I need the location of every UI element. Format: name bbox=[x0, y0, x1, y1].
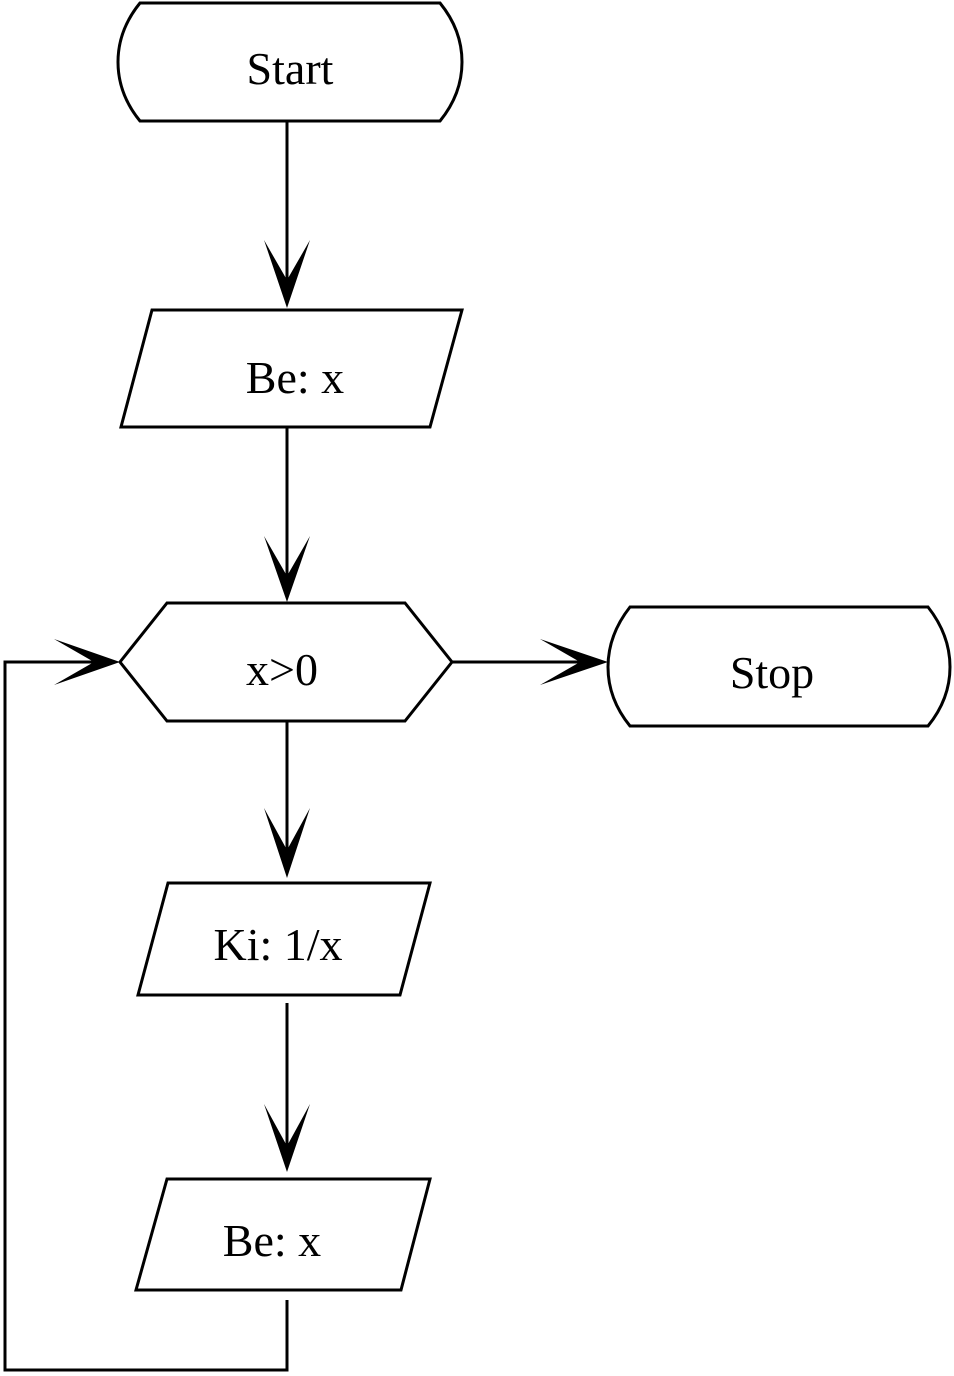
input2-node: Be: x bbox=[134, 1177, 432, 1292]
input2-label: Be: x bbox=[223, 1215, 321, 1266]
edge-condition-to-stop bbox=[452, 639, 608, 685]
input1-label: Be: x bbox=[246, 352, 344, 403]
arrowhead bbox=[540, 639, 608, 685]
edge-start-to-input1 bbox=[264, 121, 310, 308]
edge-input1-to-condition bbox=[264, 427, 310, 602]
arrowhead bbox=[264, 808, 310, 878]
output-label: Ki: 1/x bbox=[213, 919, 342, 970]
arrowhead bbox=[264, 240, 310, 308]
edge-loop-back bbox=[3, 639, 289, 1372]
start-label: Start bbox=[247, 43, 334, 94]
arrowhead bbox=[264, 1104, 310, 1172]
edge-condition-to-output bbox=[264, 721, 310, 878]
input1-node: Be: x bbox=[119, 308, 464, 429]
output-node: Ki: 1/x bbox=[136, 881, 432, 997]
stop-label: Stop bbox=[730, 647, 814, 698]
edge-output-to-input2 bbox=[264, 1003, 310, 1172]
arrowhead bbox=[54, 639, 120, 685]
condition-node: x>0 bbox=[118, 601, 454, 723]
arrowhead bbox=[264, 536, 310, 602]
start-node: Start bbox=[116, 1, 464, 123]
condition-label: x>0 bbox=[246, 644, 318, 695]
stop-node: Stop bbox=[606, 605, 952, 728]
